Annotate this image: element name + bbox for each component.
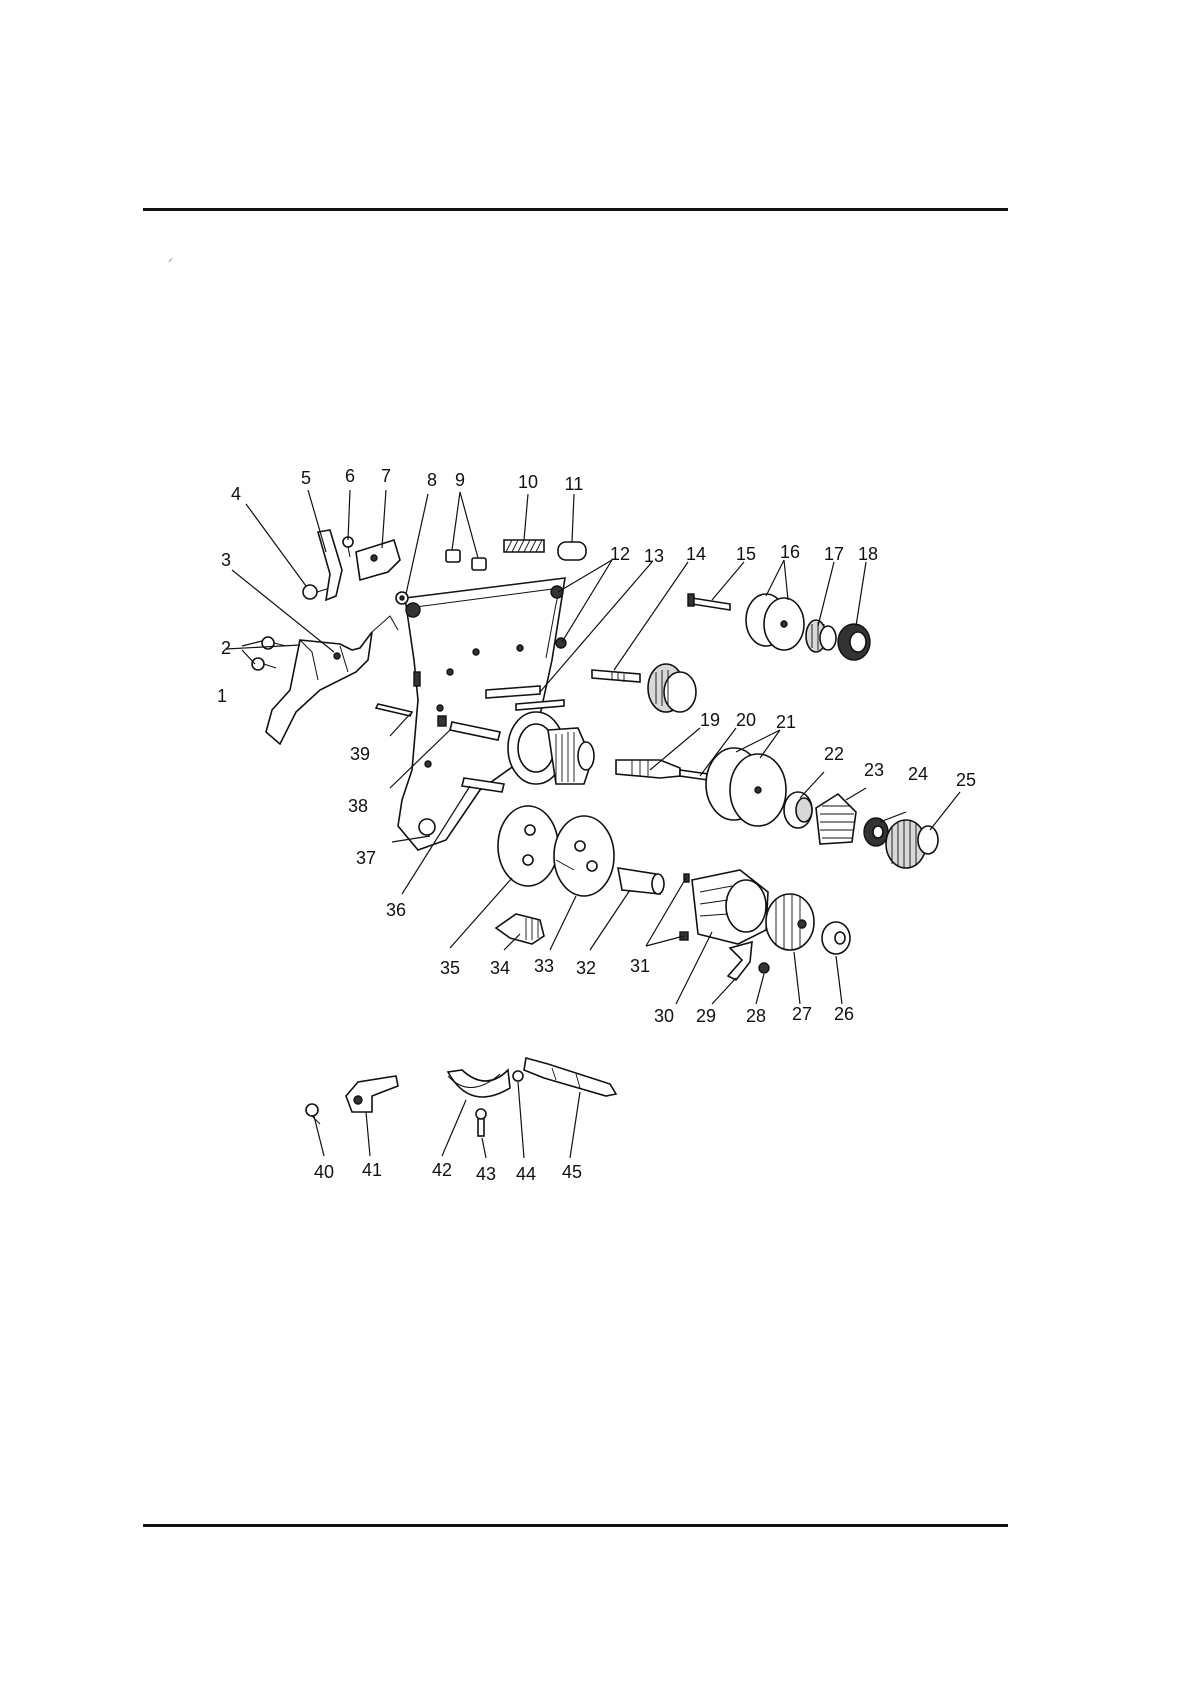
- callout-18: 18: [858, 544, 878, 564]
- callout-31: 31: [630, 956, 650, 976]
- callout-26: 26: [834, 1004, 854, 1024]
- parts-artwork: [252, 530, 938, 1136]
- callout-44: 44: [516, 1164, 536, 1184]
- callout-41: 41: [362, 1160, 382, 1180]
- callout-19: 19: [700, 710, 720, 730]
- callout-14: 14: [686, 544, 706, 564]
- callout-13: 13: [644, 546, 664, 566]
- callout-42: 42: [432, 1160, 452, 1180]
- callout-22: 22: [824, 744, 844, 764]
- callout-29: 29: [696, 1006, 716, 1026]
- callout-6: 6: [345, 466, 355, 486]
- callout-37: 37: [356, 848, 376, 868]
- callout-23: 23: [864, 760, 884, 780]
- callout-36: 36: [386, 900, 406, 920]
- callout-21: 21: [776, 712, 796, 732]
- callout-17: 17: [824, 544, 844, 564]
- callout-30: 30: [654, 1006, 674, 1026]
- callout-38: 38: [348, 796, 368, 816]
- callout-7: 7: [381, 466, 391, 486]
- callout-43: 43: [476, 1164, 496, 1184]
- callout-20: 20: [736, 710, 756, 730]
- callout-1: 1: [217, 686, 227, 706]
- callout-15: 15: [736, 544, 756, 564]
- callout-8: 8: [427, 470, 437, 490]
- callout-33: 33: [534, 956, 554, 976]
- callout-40: 40: [314, 1162, 334, 1182]
- callout-10: 10: [518, 472, 538, 492]
- callout-39: 39: [350, 744, 370, 764]
- callout-24: 24: [908, 764, 928, 784]
- tray-bracket: [266, 632, 372, 744]
- callout-34: 34: [490, 958, 510, 978]
- callout-28: 28: [746, 1006, 766, 1026]
- callout-4: 4: [231, 484, 241, 504]
- callout-45: 45: [562, 1162, 582, 1182]
- callout-27: 27: [792, 1004, 812, 1024]
- callout-32: 32: [576, 958, 596, 978]
- callout-11: 11: [565, 474, 584, 494]
- callout-9: 9: [455, 470, 465, 490]
- callout-3: 3: [221, 550, 231, 570]
- callout-35: 35: [440, 958, 460, 978]
- callout-16: 16: [780, 542, 800, 562]
- callout-5: 5: [301, 468, 311, 488]
- callout-25: 25: [956, 770, 976, 790]
- callout-12: 12: [610, 544, 630, 564]
- callout-2: 2: [221, 638, 231, 658]
